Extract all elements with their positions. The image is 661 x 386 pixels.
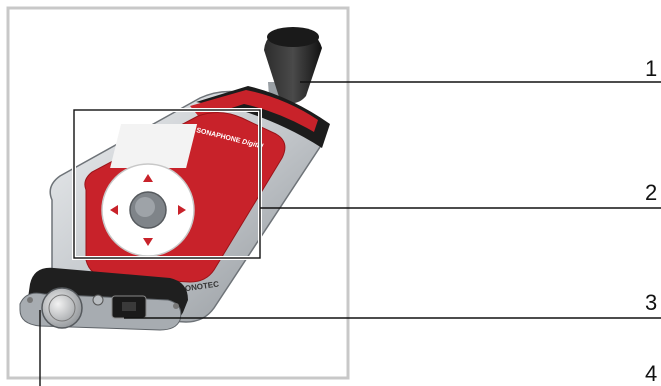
callout-number-4: 4 <box>645 361 657 386</box>
callout-number-1: 1 <box>645 56 657 81</box>
display-screen <box>110 124 197 168</box>
callout-number-3: 3 <box>645 290 657 315</box>
keypad <box>102 164 194 256</box>
callout-number-2: 2 <box>645 180 657 205</box>
connector-cap <box>42 288 82 328</box>
